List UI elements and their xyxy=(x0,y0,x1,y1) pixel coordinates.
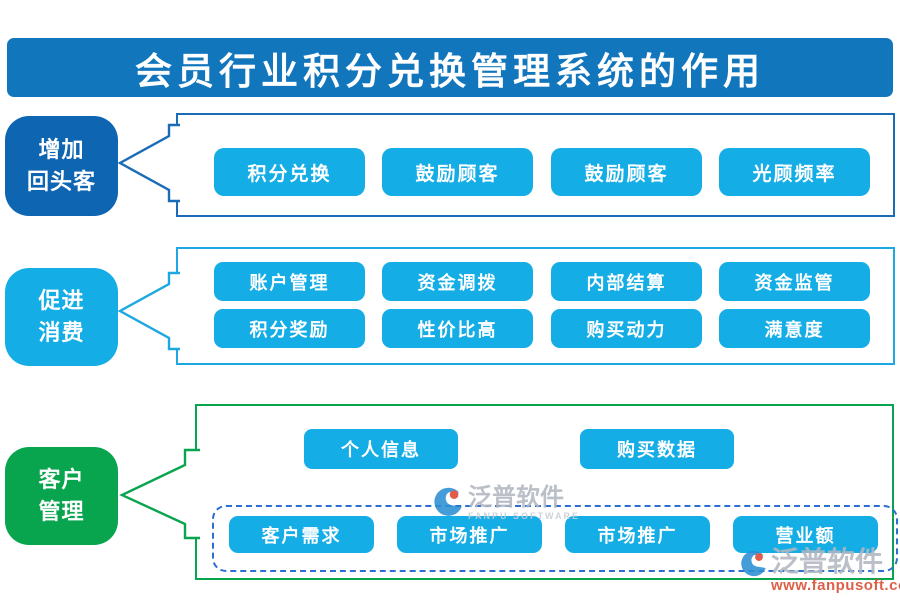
watermark-center: 泛普软件 FANPU SOFTWARE xyxy=(433,485,581,522)
watermark-corner-brand: 泛普软件 xyxy=(771,547,884,578)
node-satisfaction: 满意度 xyxy=(719,309,870,348)
watermark-corner: 泛普软件 www.fanpusoft.com xyxy=(740,549,900,594)
watermark-center-brand: 泛普软件 xyxy=(468,485,564,511)
node-personal-info: 个人信息 xyxy=(304,429,458,469)
row3-dashed-container xyxy=(212,505,898,572)
node-purchase-motivation: 购买动力 xyxy=(551,309,702,348)
node-marketing-2: 市场推广 xyxy=(565,516,710,553)
page-title: 会员行业积分兑换管理系统的作用 xyxy=(7,38,893,97)
node-internal-settlement: 内部结算 xyxy=(551,262,702,301)
row1-label: 增加 回头客 xyxy=(5,116,118,216)
node-fund-supervision: 资金监管 xyxy=(719,262,870,301)
row1-left-arrow-icon xyxy=(117,123,180,203)
row3-label: 客户 管理 xyxy=(5,447,118,545)
node-marketing-1: 市场推广 xyxy=(397,516,542,553)
node-purchase-data: 购买数据 xyxy=(580,429,734,469)
node-turnover: 营业额 xyxy=(733,516,878,553)
node-visit-frequency: 光顾频率 xyxy=(719,148,870,196)
node-cost-effective: 性价比高 xyxy=(382,309,533,348)
row2-left-arrow-icon xyxy=(117,271,180,351)
node-encourage-customers-1: 鼓励顾客 xyxy=(382,148,533,196)
node-points-reward: 积分奖励 xyxy=(214,309,365,348)
node-account-management: 账户管理 xyxy=(214,262,365,301)
node-points-exchange: 积分兑换 xyxy=(214,148,365,196)
row2-label: 促进 消费 xyxy=(5,268,118,366)
node-fund-allocation: 资金调拨 xyxy=(382,262,533,301)
fanpu-logo-icon xyxy=(741,550,766,577)
watermark-corner-url: www.fanpusoft.com xyxy=(771,577,900,594)
node-encourage-customers-2: 鼓励顾客 xyxy=(551,148,702,196)
watermark-center-subtitle: FANPU SOFTWARE xyxy=(468,511,581,522)
fanpu-logo-icon xyxy=(434,487,462,516)
node-customer-demand: 客户需求 xyxy=(229,516,374,553)
row3-left-arrow-icon xyxy=(119,448,200,540)
